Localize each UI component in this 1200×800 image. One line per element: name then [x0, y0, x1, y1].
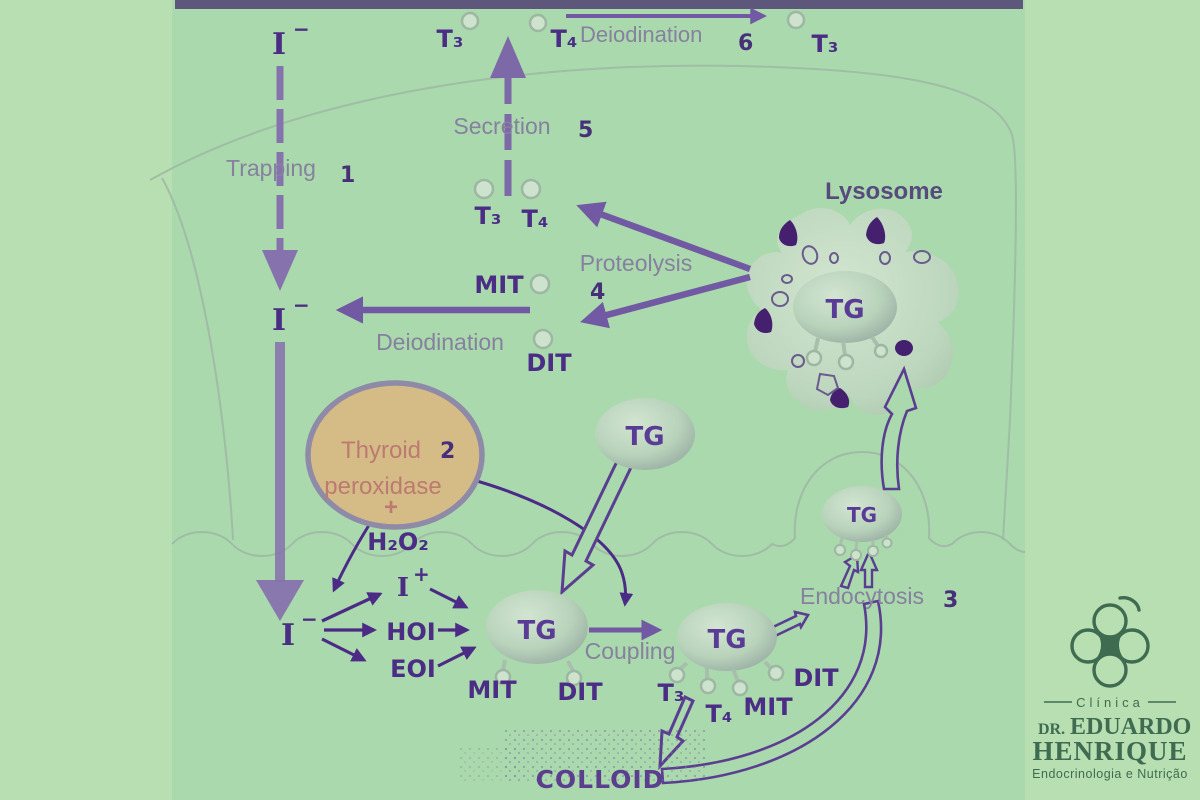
step-5-number: 5 — [578, 118, 593, 143]
step-1-number: 1 — [340, 163, 355, 188]
step-6-number: 6 — [738, 31, 753, 56]
t3-cell-label: T₃ — [475, 202, 502, 230]
tg-iodinated-particle: TG — [486, 590, 588, 687]
colloid-label: COLLOID — [536, 765, 665, 794]
step-4-number: 4 — [590, 280, 605, 305]
iodide-apical-charge: − — [301, 607, 318, 631]
t3-serum-label: T₃ — [437, 25, 464, 53]
iodide-serum-symbol: I — [272, 27, 286, 62]
lysosome: TG Lysosome — [746, 178, 959, 415]
t4-on-tg-label: T₄ — [706, 700, 733, 728]
secretion-label: Secretion — [453, 113, 550, 139]
iodide-serum-charge: − — [293, 17, 310, 41]
endocytosis-curve-arrow — [660, 599, 883, 785]
endocytosis-label: Endocytosis — [800, 583, 924, 609]
mit-on-tg2-label: MIT — [743, 693, 793, 721]
tg-lysosome-lollipops — [805, 335, 889, 371]
t4-cell-label: T₄ — [522, 205, 549, 233]
tg-lysosome-label: TG — [825, 295, 864, 325]
dit-on-tg-label: DIT — [557, 678, 603, 706]
iodide-cell-charge: − — [293, 293, 310, 317]
peroxidase-label-line2: peroxidase — [324, 473, 441, 500]
eoi-label: EOI — [390, 655, 436, 683]
clinic-logo: Clínica DR. EDUARDO HENRIQUE Endocrinolo… — [1032, 596, 1191, 781]
colloid-speckle-2 — [460, 748, 520, 782]
step-3-number: 3 — [943, 588, 958, 613]
tg-new-particle: TG — [595, 398, 695, 470]
trapping-label: Trapping — [226, 155, 316, 181]
apical-membrane-wave — [171, 450, 1026, 557]
thyroid-peroxidase: Thyroid 2 peroxidase + H₂O₂ — [305, 380, 485, 556]
dit-free-label: DIT — [526, 349, 572, 377]
iodinium-symbol: I — [397, 573, 409, 603]
free-hormone-dots — [460, 10, 806, 350]
tg-coupled-label: TG — [707, 625, 746, 655]
peroxidase-label-line1: Thyroid — [341, 437, 421, 464]
lysosome-vesicle-outlines — [771, 245, 931, 397]
tg-to-vesicle-arrow — [769, 610, 811, 638]
logo-last-name: HENRIQUE — [1032, 736, 1187, 766]
deiodination-serum-label: Deiodination — [580, 22, 702, 47]
logo-clinic-text: Clínica — [1076, 695, 1144, 710]
iodinium-charge: + — [413, 562, 430, 586]
hoi-label: HOI — [386, 618, 435, 646]
t4-serum-label: T₄ — [551, 25, 578, 53]
tg-iodinated-label: TG — [517, 616, 556, 646]
tg-exocytosis-arrow — [560, 449, 639, 596]
vesicle-uptake-arrow-1 — [839, 552, 860, 590]
vesicle-to-lysosome-arrow — [880, 365, 918, 491]
tg-coupled-particle: TG — [668, 603, 785, 697]
iodide-apical-symbol: I — [281, 618, 295, 653]
step-2-number: 2 — [440, 439, 455, 464]
follicular-cell-outline — [149, 64, 1017, 541]
deiodination-cell-label: Deiodination — [376, 329, 504, 355]
tg-endocytosed-vesicle: TG — [822, 486, 902, 561]
dit-on-tg2-label: DIT — [793, 664, 839, 692]
iodide-cell-symbol: I — [272, 303, 286, 338]
t3-on-tg-label: T₃ — [658, 679, 685, 707]
colloid-speckle — [505, 730, 705, 782]
mit-on-tg-label: MIT — [467, 676, 517, 704]
lysosome-dark-inclusions — [754, 217, 913, 409]
h2o2-label: H₂O₂ — [367, 528, 429, 556]
proteolysis-label: Proteolysis — [580, 250, 692, 276]
proteolysis-arrows — [576, 201, 752, 329]
mit-free-label: MIT — [474, 271, 524, 299]
lysosome-label: Lysosome — [825, 178, 943, 205]
tg-lysosome-ellipse — [793, 271, 897, 343]
trapping-arrow — [256, 66, 304, 621]
peroxidase-plus: + — [384, 494, 398, 521]
t3-deiodinated-label: T₃ — [812, 30, 839, 58]
top-border-bar — [175, 0, 1023, 9]
secretion-arrow — [490, 36, 526, 196]
logo-first-name: EDUARDO — [1070, 714, 1191, 740]
logo-tagline: Endocrinologia e Nutrição — [1032, 767, 1188, 781]
flower-star — [1096, 631, 1124, 659]
vesicle-uptake-arrow-2 — [859, 549, 879, 589]
logo-dr-prefix: DR. — [1038, 721, 1065, 738]
iodination-arrows — [321, 587, 477, 668]
coupling-label: Coupling — [585, 638, 676, 664]
tg-new-label: TG — [625, 422, 664, 452]
tg-vesicle-label: TG — [847, 503, 877, 527]
